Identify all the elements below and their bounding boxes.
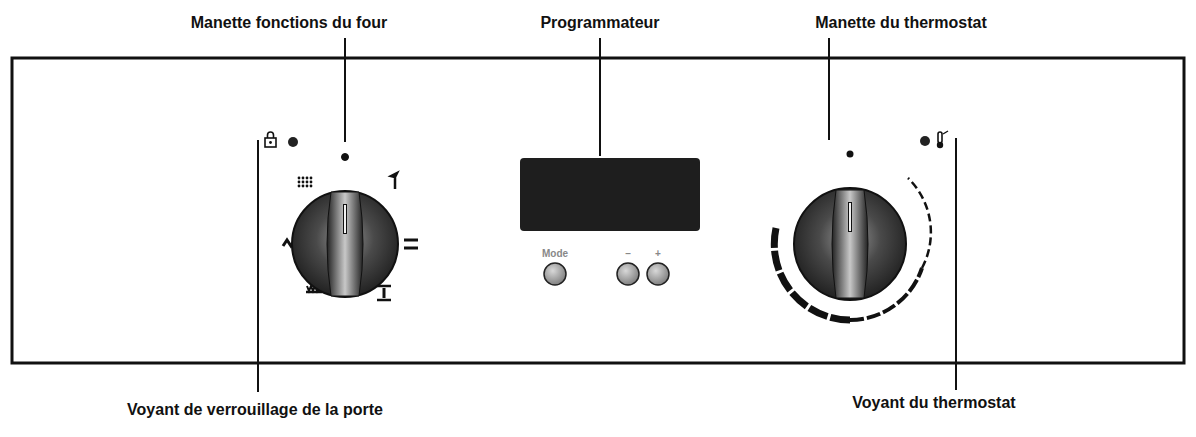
knob-label: Manette du thermostat [815, 14, 987, 32]
indicator-label: Voyant du thermostat [852, 394, 1015, 412]
door-lock-indicator [265, 132, 298, 147]
programmer-display [520, 158, 700, 231]
function-knob [292, 191, 398, 297]
thermostat-indicator [920, 131, 948, 148]
button-label: Mode [542, 248, 568, 260]
thermostat-scale [774, 151, 931, 321]
control-panel [12, 58, 1184, 363]
knob-label: Manette fonctions du four [191, 14, 387, 32]
function-symbols [283, 154, 418, 301]
thermostat-knob [794, 188, 906, 300]
button-label: + [655, 248, 661, 260]
programmer-buttons [544, 263, 669, 285]
leader-lines [258, 38, 956, 392]
button-label: – [625, 248, 631, 260]
indicator-label: Voyant de verrouillage de la porte [127, 401, 383, 419]
programmer-label: Programmateur [540, 14, 659, 32]
